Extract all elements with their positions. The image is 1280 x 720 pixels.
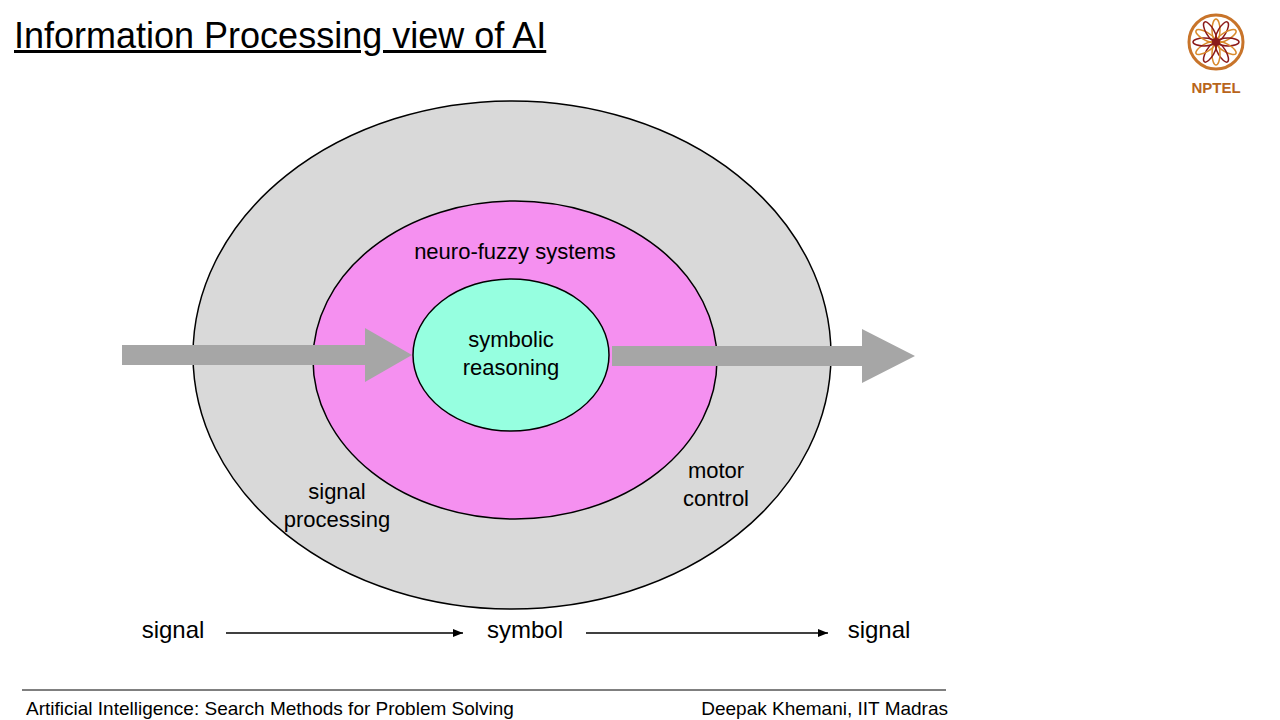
logo-petal [1215, 27, 1238, 45]
logo-petal [1217, 38, 1239, 46]
slide-title: Information Processing view of AI [14, 14, 546, 58]
logo-petal [1212, 43, 1220, 65]
logo-petal [1193, 38, 1215, 46]
logo-petal [1194, 27, 1217, 45]
transition-arrow [226, 632, 463, 634]
logo-petal [1213, 20, 1231, 43]
logo-text: NPTEL [1191, 78, 1240, 97]
logo-petal [1201, 20, 1219, 43]
course-name: Artificial Intelligence: Search Methods … [26, 697, 514, 720]
signal-label: signal [142, 616, 205, 644]
author-name: Deepak Khemani, IIT Madras [701, 697, 948, 720]
ellipse-shape [413, 279, 609, 431]
logo-petal [1212, 19, 1220, 41]
ellipse-shape [193, 101, 831, 609]
nptel-logo [1189, 15, 1243, 69]
symbol-label: symbol [487, 616, 563, 644]
node-label: signal processing [277, 478, 397, 534]
logo-ring [1189, 15, 1243, 69]
middle-ellipse: symbolic reasoning neuro-fuzzy systems [312, 200, 718, 520]
logo-petal [1201, 41, 1219, 64]
outer-ellipse: symbolic reasoning neuro-fuzzy systems sig… [192, 100, 832, 610]
inner-ellipse: symbolic reasoning [412, 278, 610, 432]
logo-petal [1194, 39, 1217, 57]
node-label: motor control [666, 457, 766, 513]
ellipse-shape [313, 201, 717, 519]
footer-rule [22, 690, 946, 691]
signal-label: signal [848, 616, 911, 644]
logo-petal [1213, 41, 1231, 64]
transition-arrow [586, 632, 828, 634]
node-label: neuro-fuzzy systems [312, 238, 718, 266]
logo-petal [1215, 39, 1238, 57]
logo-center [1212, 38, 1220, 46]
node-label: symbolic reasoning [451, 326, 571, 382]
